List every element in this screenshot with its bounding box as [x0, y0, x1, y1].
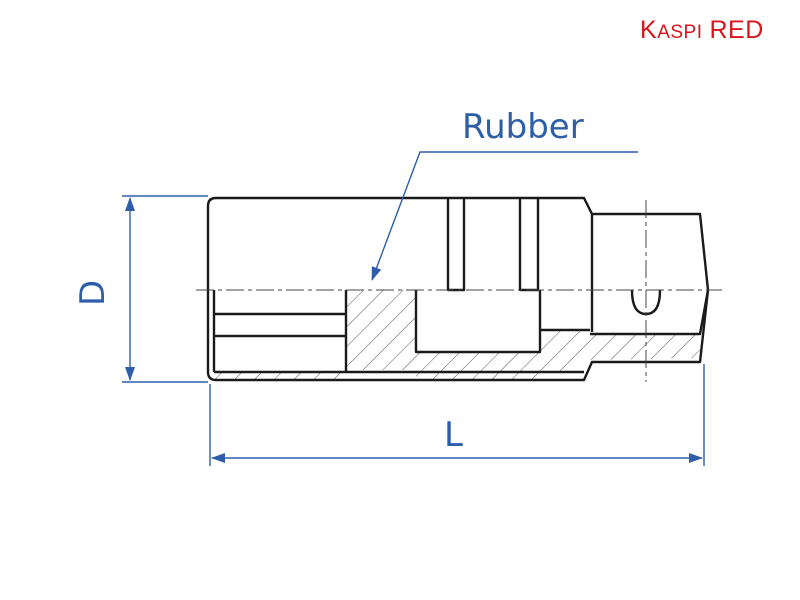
body-wall-section	[214, 372, 346, 380]
brand-logo-second-word: RED	[709, 16, 764, 44]
section-hatching	[214, 290, 700, 380]
rubber-insert-section	[346, 290, 416, 370]
drive-end-profile	[590, 289, 710, 336]
length-label: L	[444, 415, 463, 455]
groove-upper-2	[518, 198, 540, 292]
rubber-leader-line	[371, 151, 638, 281]
socket-body-outline	[206, 196, 710, 382]
rubber-callout: Rubber	[371, 107, 638, 281]
brand-logo-initial: K	[640, 16, 658, 44]
groove-upper	[446, 198, 466, 292]
rubber-label: Rubber	[462, 107, 584, 147]
diameter-dimension	[122, 195, 208, 383]
diameter-label: D	[73, 280, 113, 306]
socket-outline	[206, 196, 710, 382]
length-dimension	[209, 364, 705, 466]
bore-profile	[212, 290, 590, 372]
brand-logo: Kaspi RED	[640, 16, 792, 48]
brand-logo-rest: aspi	[657, 22, 703, 43]
center-lines	[196, 200, 722, 382]
body-wall-section-2	[416, 330, 700, 380]
